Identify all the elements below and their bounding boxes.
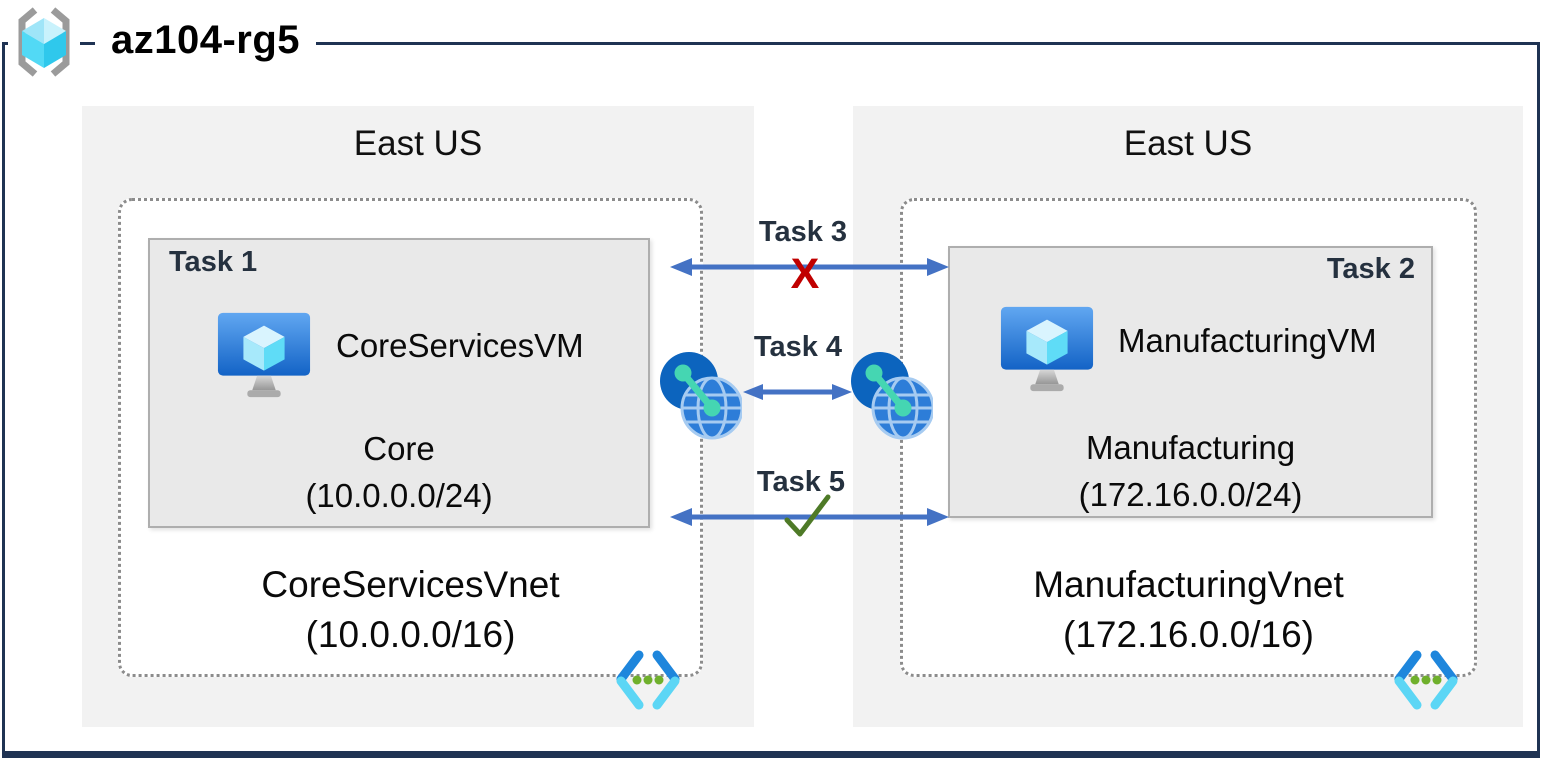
blocked-x-icon: X xyxy=(791,250,820,298)
virtual-machine-icon-left xyxy=(217,312,311,398)
connections-layer: X xyxy=(670,250,949,537)
subnet-manufacturing-text: Manufacturing (172.16.0.0/24) xyxy=(950,424,1431,518)
resource-group-header: az104-rg5 xyxy=(8,4,317,80)
task5-label: Task 5 xyxy=(756,466,846,498)
subnet-box-core: Task 1 Core (10.0.0.0/24) xyxy=(148,238,650,528)
vnet-peering-icon-left xyxy=(660,352,742,440)
vnet-manufacturing-label: ManufacturingVnet (172.16.0.0/16) xyxy=(900,560,1477,660)
region-left-title: East US xyxy=(353,124,483,163)
task3-arrow: X xyxy=(670,250,949,298)
virtual-network-icon-right xyxy=(1394,650,1458,710)
task4-label: Task 4 xyxy=(753,331,843,363)
vm-name-manufacturing: ManufacturingVM xyxy=(1118,322,1377,359)
subnet-manufacturing-name: Manufacturing xyxy=(1085,429,1296,466)
task1-label: Task 1 xyxy=(169,246,258,278)
resource-group-icon xyxy=(8,4,80,80)
resource-group-border xyxy=(2,42,1540,758)
vm-name-coreservices: CoreServicesVM xyxy=(336,327,584,364)
subnet-manufacturing-cidr: (172.16.0.0/24) xyxy=(1078,476,1303,513)
subnet-core-name: Core xyxy=(363,430,435,467)
subnet-core-text: Core (10.0.0.0/24) xyxy=(150,425,648,519)
subnet-box-manufacturing: Task 2 Manufacturing (172.16.0.0/24) xyxy=(948,246,1433,518)
resource-group-title: az104-rg5 xyxy=(95,11,317,73)
allowed-check-icon xyxy=(784,494,831,537)
task4-arrow xyxy=(743,384,852,400)
task3-label: Task 3 xyxy=(758,216,848,248)
vnet-manufacturing-cidr: (172.16.0.0/16) xyxy=(1063,614,1314,655)
virtual-network-icon-left xyxy=(616,650,680,710)
subnet-core-cidr: (10.0.0.0/24) xyxy=(305,477,493,514)
vnet-coreservices-label: CoreServicesVnet (10.0.0.0/16) xyxy=(118,560,703,660)
vnet-manufacturing-name: ManufacturingVnet xyxy=(1033,564,1344,605)
vnet-coreservices-cidr: (10.0.0.0/16) xyxy=(305,614,516,655)
region-right-title: East US xyxy=(1123,124,1253,163)
task2-label: Task 2 xyxy=(1326,253,1415,285)
vnet-peering-icon-right xyxy=(851,352,933,440)
task5-arrow xyxy=(670,494,949,537)
virtual-machine-icon-right xyxy=(1000,306,1094,392)
vnet-coreservices-name: CoreServicesVnet xyxy=(261,564,560,605)
